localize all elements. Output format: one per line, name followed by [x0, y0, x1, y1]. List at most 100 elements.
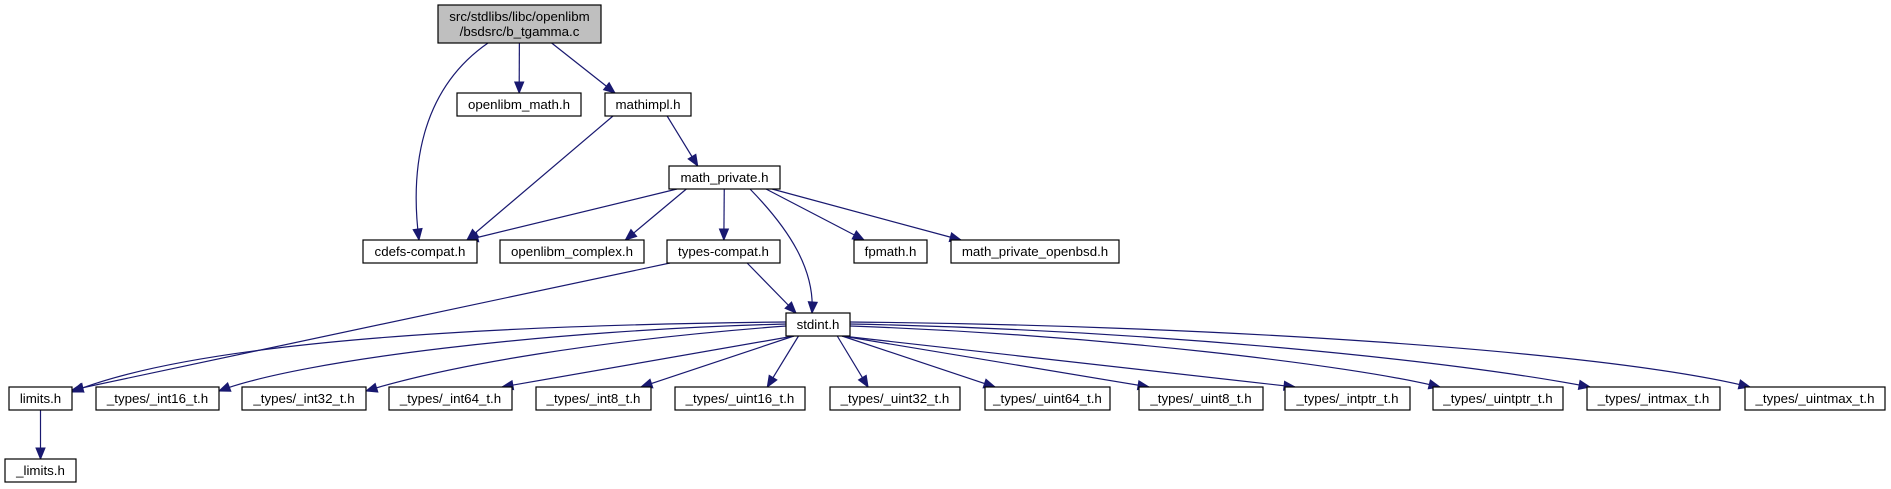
header-node-types-compat[interactable]: types-compat.h — [666, 239, 781, 264]
node-box[interactable] — [535, 386, 652, 411]
arrowhead-icon — [687, 153, 699, 168]
header-node-intptr[interactable]: _types/_intptr_t.h — [1284, 386, 1411, 411]
node-label: _types/_uint32_t.h — [840, 391, 950, 406]
node-box[interactable] — [668, 165, 781, 190]
edge-stdint-to-intptr — [841, 335, 1297, 391]
header-node-int32[interactable]: _types/_int32_t.h — [241, 386, 367, 411]
header-node-uint16[interactable]: _types/_uint16_t.h — [674, 386, 806, 411]
node-label: _types/_uintmax_t.h — [1754, 391, 1874, 406]
node-box[interactable] — [8, 386, 73, 411]
node-box[interactable] — [1432, 386, 1564, 411]
node-box[interactable] — [241, 386, 367, 411]
node-box[interactable] — [388, 386, 513, 411]
header-node-int16[interactable]: _types/_int16_t.h — [95, 386, 220, 411]
edge-stdint-to-limits — [70, 321, 787, 393]
edge-line — [765, 188, 865, 241]
edge-line — [71, 321, 787, 393]
node-label: _limits.h — [15, 463, 65, 478]
node-label: _types/_uint8_t.h — [1149, 391, 1251, 406]
arrowhead-icon — [718, 228, 730, 242]
header-node-uint32[interactable]: _types/_uint32_t.h — [829, 386, 961, 411]
nodes-layer: src/stdlibs/libc/openlibm/bsdsrc/b_tgamm… — [4, 4, 1886, 483]
arrowhead-icon — [602, 81, 617, 94]
edge-types-compat-to-stdint — [746, 262, 797, 314]
header-node-openlibm-math[interactable]: openlibm_math.h — [456, 92, 582, 117]
header-node-uint8[interactable]: _types/_uint8_t.h — [1138, 386, 1264, 411]
header-node-limits[interactable]: _limits.h — [4, 458, 77, 483]
node-label: _types/_uint16_t.h — [685, 391, 795, 406]
header-node-stdint[interactable]: stdint.h — [785, 312, 851, 337]
node-box[interactable] — [1586, 386, 1721, 411]
node-label: openlibm_math.h — [468, 97, 570, 112]
node-label: _types/_int8_t.h — [546, 391, 641, 406]
edge-line — [849, 321, 1751, 388]
edge-stdint-to-int16 — [217, 323, 787, 392]
node-label: openlibm_complex.h — [511, 244, 633, 259]
edge-line — [849, 325, 1441, 388]
arrowhead-icon — [784, 301, 797, 314]
header-node-intmax[interactable]: _types/_intmax_t.h — [1586, 386, 1721, 411]
arrowhead-icon — [851, 230, 866, 241]
header-node-mathimpl[interactable]: mathimpl.h — [604, 92, 692, 117]
node-box[interactable] — [604, 92, 692, 117]
node-box[interactable] — [666, 239, 781, 264]
edge-line — [841, 335, 1150, 388]
header-node-uint64[interactable]: _types/_uint64_t.h — [984, 386, 1111, 411]
node-label: limits.h — [20, 391, 61, 406]
node-label: types-compat.h — [678, 244, 769, 259]
header-node-uintmax[interactable]: _types/_uintmax_t.h — [1744, 386, 1886, 411]
header-node-openlibm-complex[interactable]: openlibm_complex.h — [499, 239, 645, 264]
node-box[interactable] — [499, 239, 645, 264]
arrowhead-icon — [857, 374, 869, 389]
header-node-math-private-openbsd[interactable]: math_private_openbsd.h — [950, 239, 1120, 264]
root-file-node[interactable]: src/stdlibs/libc/openlibm/bsdsrc/b_tgamm… — [437, 4, 602, 44]
header-node-limits[interactable]: limits.h — [8, 386, 73, 411]
node-box[interactable] — [437, 4, 602, 44]
edge-line — [551, 42, 616, 94]
arrowhead-icon — [513, 81, 525, 95]
node-box[interactable] — [853, 239, 928, 264]
node-label: /bsdsrc/b_tgamma.c — [460, 24, 580, 39]
node-box[interactable] — [674, 386, 806, 411]
edge-line — [771, 188, 962, 241]
arrowhead-icon — [70, 382, 85, 393]
edge-stdint-to-uint8 — [841, 335, 1151, 391]
edge-stdint-to-uint32 — [836, 335, 869, 389]
node-box[interactable] — [785, 312, 851, 337]
edge-math-private-to-fpmath — [765, 188, 866, 241]
node-box[interactable] — [4, 458, 77, 483]
node-box[interactable] — [1138, 386, 1264, 411]
edge-math-private-to-cdefs-compat — [465, 188, 678, 243]
arrowhead-icon — [807, 301, 819, 315]
node-box[interactable] — [362, 239, 478, 264]
edge-root-to-openlibm-math — [513, 42, 525, 95]
node-box[interactable] — [829, 386, 961, 411]
header-node-int8[interactable]: _types/_int8_t.h — [535, 386, 652, 411]
edge-line — [218, 323, 787, 392]
node-label: _types/_uint64_t.h — [992, 391, 1102, 406]
arrowhead-icon — [766, 374, 778, 389]
node-box[interactable] — [456, 92, 582, 117]
node-label: stdint.h — [797, 317, 840, 332]
node-label: cdefs-compat.h — [375, 244, 466, 259]
arrowhead-icon — [364, 382, 379, 393]
header-node-uintptr[interactable]: _types/_uintptr_t.h — [1432, 386, 1564, 411]
edge-line — [466, 188, 678, 241]
node-box[interactable] — [1284, 386, 1411, 411]
edge-line — [746, 262, 797, 314]
arrowhead-icon — [217, 381, 232, 392]
header-node-fpmath[interactable]: fpmath.h — [853, 239, 928, 264]
header-node-cdefs-compat[interactable]: cdefs-compat.h — [362, 239, 478, 264]
node-box[interactable] — [950, 239, 1120, 264]
node-box[interactable] — [95, 386, 220, 411]
node-box[interactable] — [984, 386, 1111, 411]
edge-math-private-to-math-private-openbsd — [771, 188, 963, 243]
node-label: math_private_openbsd.h — [962, 244, 1108, 259]
edge-stdint-to-uintmax — [849, 321, 1752, 390]
node-label: src/stdlibs/libc/openlibm — [449, 9, 589, 24]
edge-line — [501, 335, 795, 388]
header-node-math-private[interactable]: math_private.h — [668, 165, 781, 190]
header-node-int64[interactable]: _types/_int64_t.h — [388, 386, 513, 411]
node-box[interactable] — [1744, 386, 1886, 411]
edge-line — [841, 335, 996, 388]
